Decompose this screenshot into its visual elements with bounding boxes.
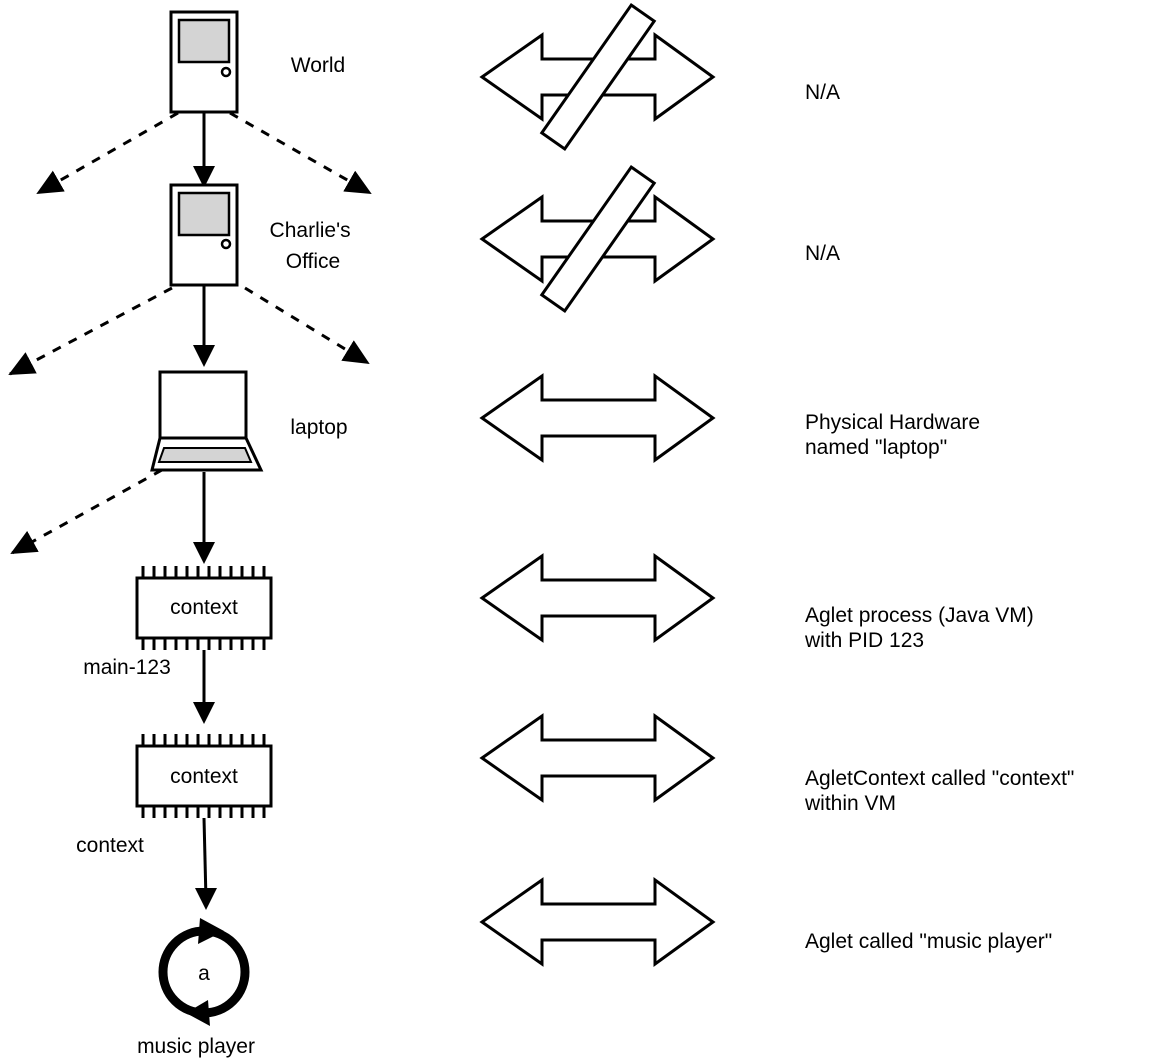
arrowhead-laptop-main	[193, 542, 215, 564]
arrowhead-office-laptop	[193, 345, 215, 367]
context-chip-icon	[135, 734, 273, 818]
node-label-laptop: laptop	[290, 416, 347, 439]
mapping-double-arrow-icon	[479, 373, 716, 463]
not-applicable-slash-icon	[539, 2, 657, 152]
arrowhead-world-office	[193, 166, 215, 188]
dashed-branch-laptop-left	[10, 468, 163, 555]
aglet-letter: a	[198, 962, 210, 985]
arrowhead-context-aglet	[195, 888, 217, 910]
mapping-desc-4: Aglet process (Java VM) with PID 123	[805, 604, 1034, 652]
mapping-double-arrow-icon	[479, 713, 716, 803]
mapping-desc-1: N/A	[805, 81, 841, 104]
process-chip-icon	[135, 566, 273, 650]
office-door-icon	[169, 183, 239, 287]
dashed-branch-world-left	[36, 111, 179, 195]
chip-text-main: context	[170, 596, 238, 619]
node-label-aglet: music player	[137, 1035, 255, 1058]
chip-text-context: context	[170, 765, 238, 788]
dashed-branch-office-left	[8, 286, 173, 376]
dashed-branch-world-right	[229, 111, 372, 195]
mapping-desc-6: Aglet called "music player"	[805, 930, 1053, 953]
arrowhead-main-context	[193, 702, 215, 724]
node-label-context: context	[76, 834, 144, 857]
dashed-branch-office-right	[244, 286, 370, 365]
mapping-desc-2: N/A	[805, 242, 841, 265]
node-label-world: World	[291, 54, 345, 77]
aglet-icon	[158, 918, 250, 1026]
mapping-desc-3: Physical Hardware named "laptop"	[805, 411, 981, 459]
world-door-icon	[169, 10, 239, 114]
laptop-icon	[150, 370, 264, 472]
edge-context-aglet	[202, 817, 208, 901]
mapping-double-arrow-icon	[479, 553, 716, 643]
mapping-double-arrow-icon	[479, 877, 716, 967]
node-label-main: main-123	[83, 656, 171, 679]
node-label-office: Charlie's Office	[270, 219, 357, 273]
mapping-desc-5: AgletContext called "context" within VM	[805, 767, 1075, 815]
not-applicable-slash-icon	[539, 164, 657, 314]
